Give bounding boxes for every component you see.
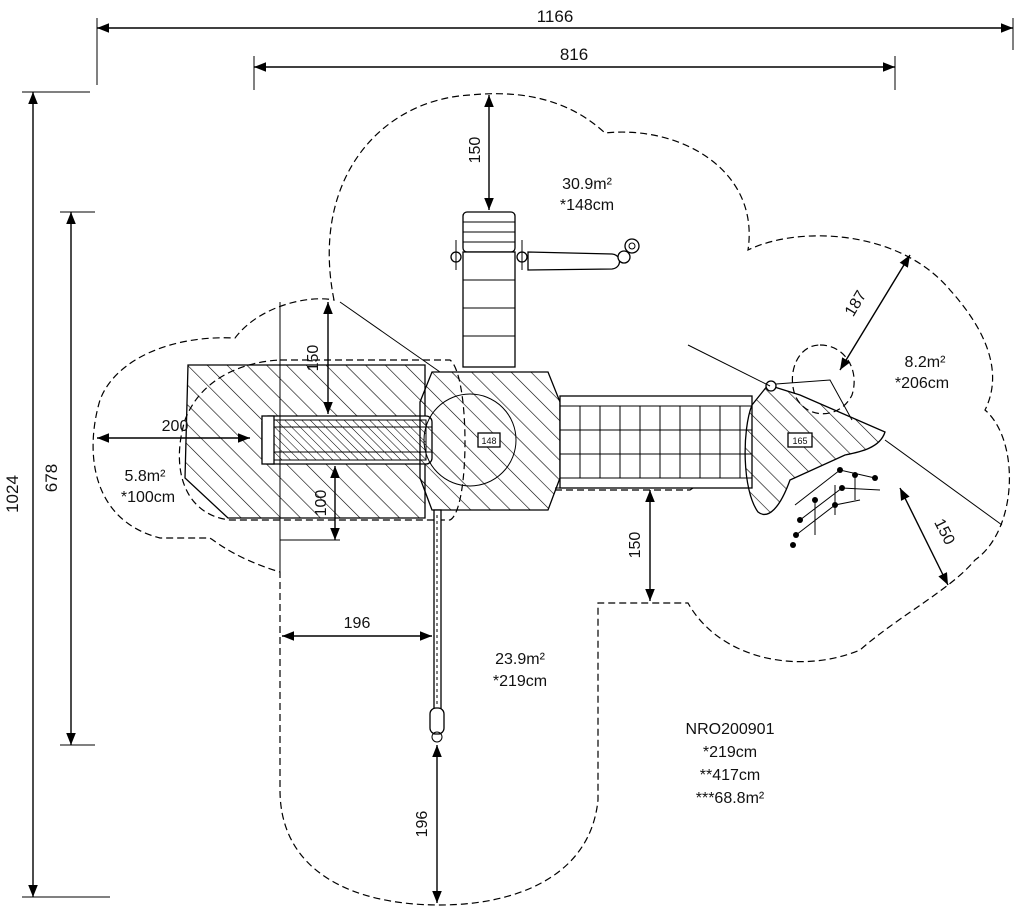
pole-side-clearance-label: 196 xyxy=(344,615,371,632)
zone-top-height: *148cm xyxy=(560,197,614,214)
slide-top-clearance-dimension: 150 xyxy=(279,302,333,572)
net-clearance-label: 150 xyxy=(930,516,957,548)
zone-right-area: 8.2m² xyxy=(905,354,947,371)
zone-label-bottom: 23.9m² *219cm xyxy=(493,651,547,690)
slide xyxy=(261,415,433,465)
main-deck: 148 xyxy=(419,371,561,511)
right-radius-dimension: 187 xyxy=(839,254,911,371)
telescope-arm xyxy=(527,238,640,271)
climbing-pole xyxy=(429,509,445,743)
climbing-net xyxy=(790,467,881,548)
bridge xyxy=(555,395,753,489)
slide-zone-diagonal xyxy=(339,301,441,373)
zone-bottom-height: *219cm xyxy=(493,673,547,690)
zone-label-right: 8.2m² *206cm xyxy=(895,354,949,392)
overall-height-dimension: 1024 xyxy=(3,91,110,898)
right-zone-radius-line xyxy=(687,344,771,387)
overall-width-label: 1166 xyxy=(537,7,574,26)
right-radius-label: 187 xyxy=(842,288,870,320)
inner-width-label: 816 xyxy=(560,45,588,64)
product-info: NRO200901 *219cm **417cm ***68.8m² xyxy=(686,721,775,807)
inner-height-dimension: 678 xyxy=(42,211,95,746)
top-clearance-label: 150 xyxy=(467,137,484,164)
safety-zone-outline xyxy=(92,93,1010,906)
bridge-clearance-label: 150 xyxy=(627,532,644,559)
product-line-1: *219cm xyxy=(703,744,757,761)
zone-left-height: *100cm xyxy=(121,489,175,506)
left-clearance-dimension: 200 xyxy=(97,418,250,443)
zone-top-area: 30.9m² xyxy=(562,176,612,193)
pole-bottom-clearance-dimension: 196 xyxy=(414,745,442,903)
product-code: NRO200901 xyxy=(686,721,775,738)
left-clearance-label: 200 xyxy=(162,418,189,435)
net-clearance-dimension: 150 xyxy=(899,487,958,586)
inner-height-label: 678 xyxy=(42,464,61,492)
overall-height-label: 1024 xyxy=(3,475,22,513)
zone-label-top: 30.9m² *148cm xyxy=(560,176,614,214)
inner-width-dimension: 816 xyxy=(253,45,896,90)
right-deck: 165 xyxy=(744,379,886,515)
zone-right-height: *206cm xyxy=(895,375,949,392)
zone-left-area: 5.8m² xyxy=(125,468,167,485)
bridge-clearance-dimension: 150 xyxy=(627,490,655,601)
slide-top-clearance-label: 150 xyxy=(305,345,322,372)
right-zone-radius-line-2 xyxy=(884,439,1003,526)
deck-label-right: 165 xyxy=(792,436,807,446)
slide-bottom-clearance-dimension: 100 xyxy=(280,466,340,541)
product-line-2: **417cm xyxy=(700,767,760,784)
deck-label-main: 148 xyxy=(481,436,496,446)
pole-bottom-clearance-label: 196 xyxy=(414,811,431,838)
zone-bottom-area: 23.9m² xyxy=(495,651,545,668)
product-line-3: ***68.8m² xyxy=(696,790,765,807)
zone-label-left: 5.8m² *100cm xyxy=(121,468,175,506)
top-clearance-dimension: 150 xyxy=(467,95,494,210)
overall-width-dimension: 1166 xyxy=(96,7,1014,85)
pole-side-clearance-dimension: 196 xyxy=(282,615,432,641)
slide-bottom-clearance-label: 100 xyxy=(313,490,330,517)
ladder-tower xyxy=(450,211,528,368)
